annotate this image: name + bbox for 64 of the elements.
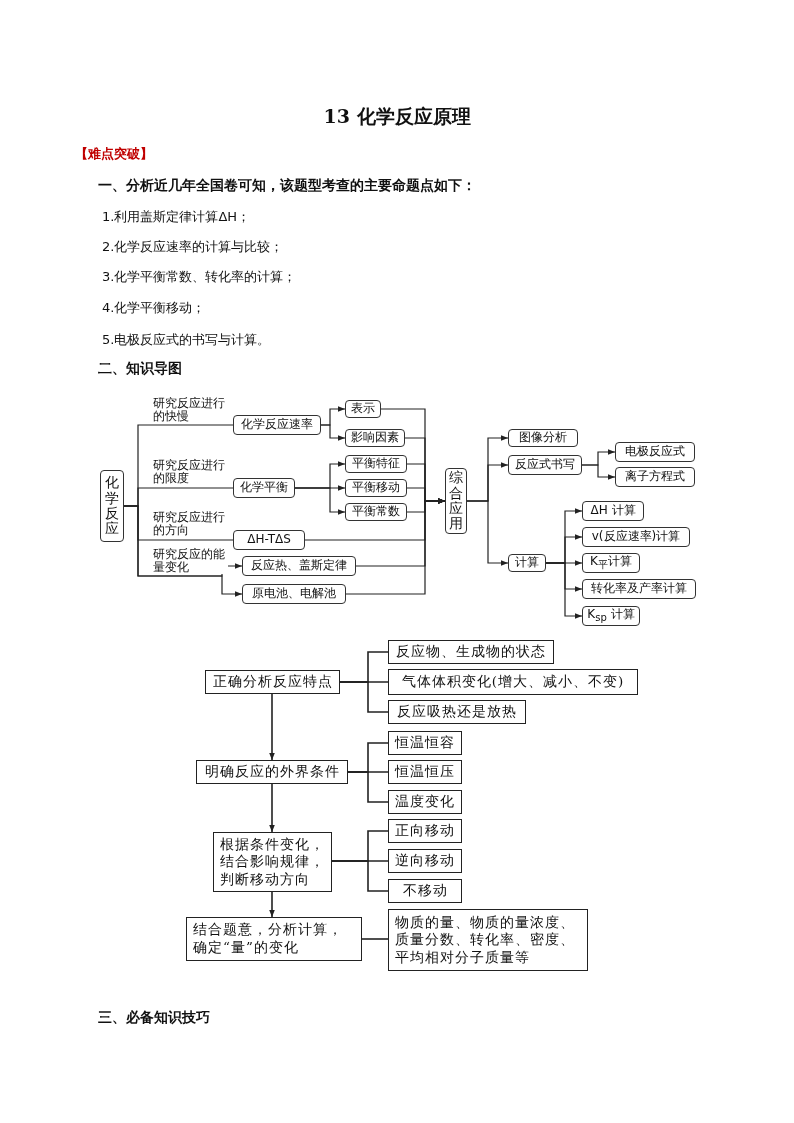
concept-box: 电极反应式 [615, 442, 695, 462]
concept-box: 原电池、电解池 [242, 584, 346, 604]
concept-box: ΔH 计算 [582, 501, 644, 521]
list-item: 2.化学反应速率的计算与比较； [102, 238, 284, 256]
concept-box: 恒温恒压 [388, 760, 462, 784]
concept-box: 反应吸热还是放热 [388, 700, 526, 724]
connector-line [331, 860, 389, 892]
concept-box: 反应热、盖斯定律 [242, 556, 356, 576]
concept-box: 气体体积变化(增大、减小、不变) [388, 669, 638, 695]
concept-box: 图像分析 [508, 429, 578, 447]
list-item: 4.化学平衡移动； [102, 299, 206, 317]
connector-arrow [466, 500, 509, 566]
edge-label: 研究反应进行的限度 [152, 459, 228, 485]
concept-box: 平衡移动 [345, 479, 407, 497]
list-item: 3.化学平衡常数、转化率的计算； [102, 268, 297, 286]
concept-box: 转化率及产率计算 [582, 579, 696, 599]
concept-box: ΔH-TΔS [233, 530, 305, 550]
section-heading: 一、分析近几年全国卷可知，该题型考查的主要命题点如下： [98, 177, 476, 195]
concept-box: 根据条件变化，结合影响规律，判断移动方向 [213, 832, 332, 892]
connector-arrow [123, 505, 243, 597]
connector-arrow [345, 498, 446, 595]
section-heading: 三、必备知识技巧 [98, 1009, 210, 1027]
concept-box: 反应物、生成物的状态 [388, 640, 554, 664]
connector-arrow [545, 562, 583, 619]
edge-label: 研究反应的能量变化 [152, 548, 228, 574]
concept-box: K$_{平}$计算 [582, 553, 640, 573]
connector-arrow [269, 783, 275, 833]
concept-box: v(反应速率)计算 [582, 527, 690, 547]
concept-box: 化学反应 [100, 470, 124, 542]
connector-arrow [294, 487, 346, 515]
list-item: 1.利用盖斯定律计算ΔH； [102, 208, 251, 226]
concept-box: 离子方程式 [615, 467, 695, 487]
section-tag: 【难点突破】 [75, 145, 153, 163]
concept-box: 化学反应速率 [233, 415, 321, 435]
edge-label: 研究反应进行的快慢 [152, 397, 228, 423]
connector-line [361, 938, 389, 940]
edge-label: 研究反应进行的方向 [152, 511, 228, 537]
concept-box: 结合题意，分析计算，确定“量”的变化 [186, 917, 362, 961]
concept-box: 影响因素 [345, 429, 405, 447]
section-heading: 二、知识导图 [98, 360, 182, 378]
list-item: 5.电极反应式的书写与计算。 [102, 331, 271, 349]
concept-box: 表示 [345, 400, 381, 418]
concept-box: 平衡特征 [345, 455, 407, 473]
connector-arrow [269, 891, 275, 918]
connector-arrow [581, 464, 616, 480]
concept-box: 恒温恒容 [388, 731, 462, 755]
concept-box: 正向移动 [388, 819, 462, 843]
concept-box: 化学平衡 [233, 478, 295, 498]
concept-box: 计算 [508, 554, 546, 572]
concept-box: 温度变化 [388, 790, 462, 814]
connector-line [347, 771, 389, 803]
concept-box: 逆向移动 [388, 849, 462, 873]
concept-box: 综合应用 [445, 468, 467, 534]
concept-box: 反应式书写 [508, 455, 582, 475]
connector-arrow [320, 424, 346, 441]
concept-box: K$_{sp}$ 计算 [582, 606, 640, 626]
page-title: 13 化学反应原理 [322, 104, 472, 129]
concept-box: 平衡常数 [345, 503, 407, 521]
connector-line [339, 681, 389, 713]
concept-box: 正确分析反应特点 [205, 670, 340, 694]
connector-arrow [269, 693, 275, 761]
concept-box: 明确反应的外界条件 [196, 760, 348, 784]
concept-box: 不移动 [388, 879, 462, 903]
concept-box: 物质的量、物质的量浓度、质量分数、转化率、密度、平均相对分子质量等 [388, 909, 588, 971]
